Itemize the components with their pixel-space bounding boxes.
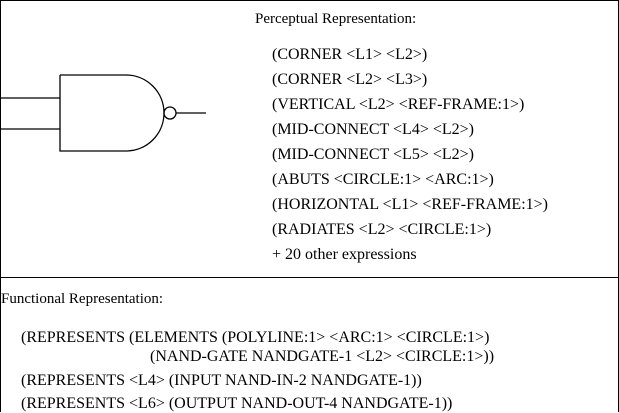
perceptual-expression: (MID-CONNECT <L4> <L2>) bbox=[272, 121, 474, 138]
perceptual-expression: (ABUTS <CIRCLE:1> <ARC:1>) bbox=[272, 171, 494, 188]
perceptual-expression: (CORNER <L1> <L2>) bbox=[272, 46, 428, 63]
perceptual-expression: (HORIZONTAL <L1> <REF-FRAME:1>) bbox=[272, 196, 548, 213]
perceptual-expression: (RADIATES <L2> <CIRCLE:1>) bbox=[272, 221, 492, 238]
gate-body-polyline bbox=[59, 75, 126, 152]
perceptual-expression-more: + 20 other expressions bbox=[272, 246, 417, 263]
functional-line: (NAND-GATE NANDGATE-1 <L2> <CIRCLE:1>)) bbox=[150, 348, 495, 365]
perceptual-expression: (MID-CONNECT <L5> <L2>) bbox=[272, 146, 474, 163]
gate-arc bbox=[125, 74, 165, 152]
functional-line: (REPRESENTS <L4> (INPUT NAND-IN-2 NANDGA… bbox=[21, 372, 422, 389]
functional-line: (REPRESENTS (ELEMENTS (POLYLINE:1> <ARC:… bbox=[21, 329, 490, 346]
perceptual-expression: (VERTICAL <L2> <REF-FRAME:1>) bbox=[272, 96, 525, 113]
functional-line: (REPRESENTS <L6> (OUTPUT NAND-OUT-4 NAND… bbox=[21, 395, 453, 412]
gate-circle bbox=[163, 106, 177, 120]
perceptual-title: Perceptual Representation: bbox=[255, 11, 417, 27]
perceptual-expression: (CORNER <L2> <L3>) bbox=[272, 71, 428, 88]
section-divider bbox=[1, 277, 618, 278]
nand-gate-icon bbox=[1, 74, 206, 152]
functional-title: Functional Representation: bbox=[1, 291, 164, 307]
